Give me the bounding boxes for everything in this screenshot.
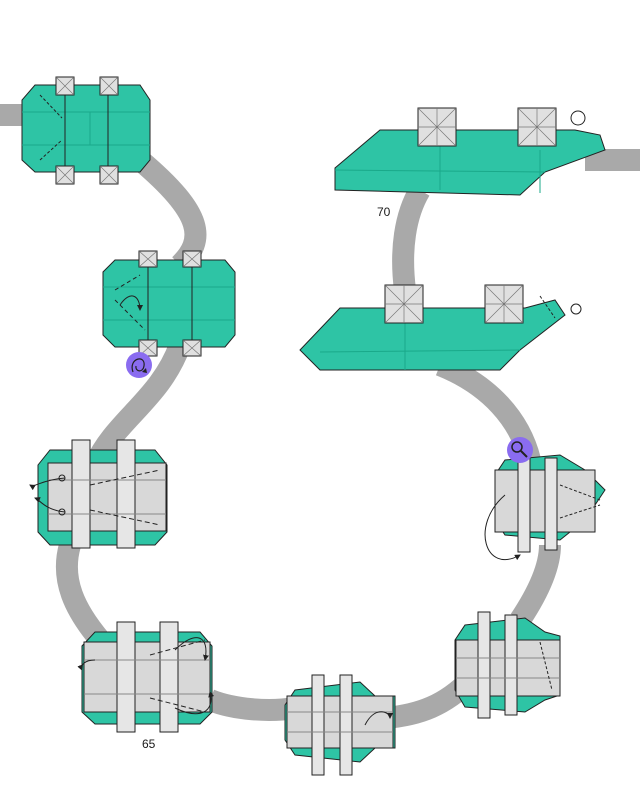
fold-step-g [484,454,606,561]
fold-step-b [102,250,236,357]
connecting-track [0,104,640,729]
fold-step-c [29,439,168,549]
fold-step-i [334,107,606,196]
fold-step-d [77,621,215,733]
fold-step-a [21,76,151,185]
step-number-70: 70 [377,205,391,219]
flip-over-icon [126,352,152,378]
fold-step-f [454,611,561,719]
magnify-icon [507,437,533,463]
fold-step-e [284,674,396,776]
fold-step-h [299,284,582,371]
step-number-65: 65 [142,737,156,751]
